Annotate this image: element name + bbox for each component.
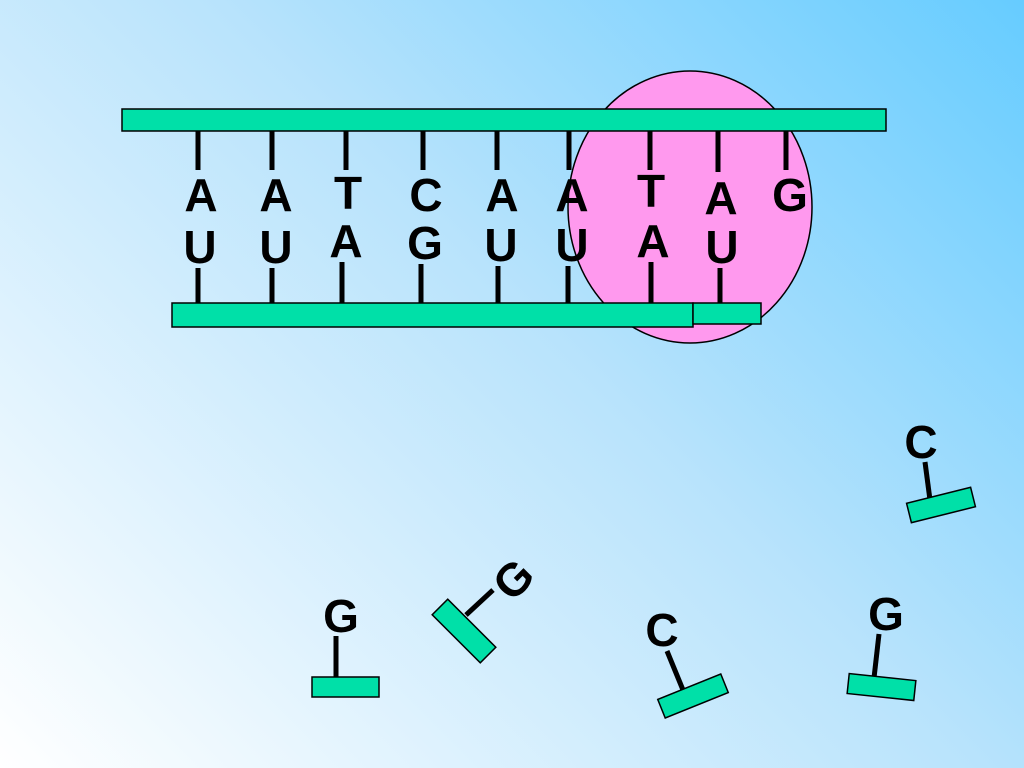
new-base: U: [705, 221, 738, 273]
nucleotide-stick: [922, 461, 933, 501]
nucleotide-sugar: [311, 676, 380, 698]
nucleotide-stick: [464, 588, 495, 617]
free-nucleotide: G: [431, 548, 544, 664]
nucleotide-base: G: [323, 590, 359, 642]
nucleotide-sugar: [656, 673, 730, 719]
new-base: A: [329, 215, 362, 267]
template-base: C: [409, 169, 442, 221]
new-base: U: [183, 221, 216, 273]
template-strand: [121, 108, 887, 132]
new-base: U: [555, 219, 588, 271]
template-base: A: [555, 169, 588, 221]
template-base: T: [637, 165, 665, 217]
free-nucleotide: G: [846, 588, 917, 702]
nucleotide-sugar: [846, 672, 917, 702]
new-bases: U U A G U U A U: [183, 215, 738, 273]
template-bases: A A T C A A T A G: [184, 165, 808, 224]
template-base: A: [259, 169, 292, 221]
free-nucleotide: C: [904, 416, 977, 524]
template-base: A: [485, 169, 518, 221]
template-stubs: [195, 131, 789, 172]
nucleotide-base: G: [482, 548, 544, 610]
template-base: A: [704, 172, 737, 224]
nucleotide-base: G: [868, 588, 904, 640]
enzyme-bubble: [567, 70, 813, 344]
new-base: U: [484, 219, 517, 271]
free-nucleotide: C: [645, 604, 730, 719]
nucleotide-stick: [871, 633, 882, 679]
nucleotide-base: C: [645, 604, 678, 656]
nucleotide-sugar: [905, 486, 977, 524]
template-base: A: [184, 169, 217, 221]
new-strand-segment: [692, 302, 762, 325]
nucleotide-stick: [664, 650, 686, 691]
nucleotide-base: C: [904, 416, 937, 468]
free-nucleotide: G: [311, 590, 380, 698]
new-base: G: [407, 217, 443, 269]
template-base: G: [772, 169, 808, 221]
template-base: T: [334, 167, 362, 219]
new-base: U: [259, 221, 292, 273]
new-base: A: [636, 215, 669, 267]
new-stubs: [195, 262, 723, 303]
new-strand: [171, 302, 694, 328]
nucleotide-sugar: [431, 598, 497, 664]
